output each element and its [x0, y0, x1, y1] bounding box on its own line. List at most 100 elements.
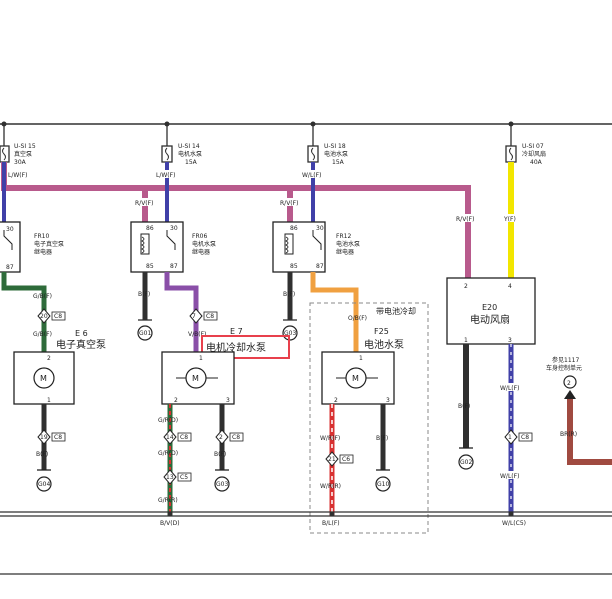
ref-note: 车身控制单元	[546, 364, 582, 372]
connector-label: C6	[342, 456, 350, 463]
connector-label: C8	[54, 313, 62, 320]
relay-pin: 30	[170, 225, 178, 232]
relay-name: 电子真空泵	[34, 240, 64, 248]
pin-label: 3	[226, 397, 230, 404]
pin-label: 1	[359, 355, 363, 362]
relay-pin: 86	[146, 225, 154, 232]
fuse-id: U-SI 07	[522, 143, 544, 150]
relay-id: FR10	[34, 233, 49, 240]
wire-label: L/W(F)	[8, 172, 27, 179]
relay-pin: 87	[6, 264, 14, 271]
relay-fr12: 86 85 30 87 FR12 电池水泵 继电器	[272, 221, 360, 273]
relay-name: 电池水泵	[336, 240, 360, 248]
pin-label: 20	[40, 313, 48, 320]
relay-fr06: 86 85 30 87 FR06 电机水泵 继电器	[130, 221, 216, 273]
component-id: E20	[482, 303, 497, 312]
relay-fr10: 30 87 FR10 电子真空泵 继电器	[0, 221, 64, 273]
wire-label: B(F)	[376, 435, 388, 442]
wire-label: W/L(F)	[500, 473, 519, 480]
motor-label: M	[352, 374, 359, 383]
component-e20: 2 4 E20 电动风扇 1 3	[446, 277, 536, 345]
ground-label: G10	[377, 481, 389, 488]
component-id: E 6	[75, 329, 88, 338]
wire-label: B(F)	[283, 291, 295, 298]
fuse-rating: 15A	[332, 159, 345, 166]
wire-label: V/B(F)	[188, 331, 206, 338]
ground-label: G03	[216, 481, 228, 488]
relay-name: 继电器	[34, 248, 52, 256]
connector-label: C8	[206, 313, 214, 320]
ground-label: G01	[139, 330, 151, 337]
fuse-name: 冷却风扇	[522, 150, 546, 158]
wire-label: W/R(F)	[320, 435, 340, 442]
wire-label: G/R(R)	[158, 497, 178, 504]
wire-label: W/L(C5)	[502, 520, 526, 527]
connector-c8: 20 C8	[37, 308, 66, 324]
relay-id: FR06	[192, 233, 207, 240]
wire-label: R/V(F)	[280, 200, 298, 207]
ground-label: G04	[38, 481, 50, 488]
wire-label: O/B(F)	[348, 315, 367, 322]
component-e7: E 7 电机冷却水泵 M 1 2 3	[161, 327, 290, 405]
connector-c8: 7 C8	[189, 308, 218, 324]
connector-label: C8	[521, 434, 529, 441]
pin-label: 1	[199, 355, 203, 362]
ref-note: 参见1117	[552, 356, 579, 364]
relay-pin: 86	[290, 225, 298, 232]
motor-label: M	[40, 374, 47, 383]
wire-label: B(F)	[214, 451, 226, 458]
component-f25: F25 电池水泵 M 1 2 3	[321, 327, 404, 405]
relay-pin: 30	[316, 225, 324, 232]
group-label: 带电池冷却	[376, 306, 416, 316]
fuse-rating: 15A	[185, 159, 198, 166]
relay-name: 继电器	[192, 248, 210, 256]
component-name: 电池水泵	[364, 338, 404, 351]
pin-label: 1	[508, 434, 512, 441]
relay-pin: 85	[146, 263, 154, 270]
component-e6: E 6 电子真空泵 M 2 1	[13, 329, 106, 405]
wire-label: W/L(F)	[302, 172, 321, 179]
relay-pin: 30	[6, 226, 14, 233]
wire-label: L/W(F)	[156, 172, 175, 179]
vb-wire	[164, 272, 199, 352]
component-name: 电动风扇	[470, 313, 510, 326]
wire-label: BR(R)	[560, 431, 577, 438]
relay-pin: 87	[170, 263, 178, 270]
pin-label: 3	[386, 397, 390, 404]
relay-name: 电机水泵	[192, 240, 216, 248]
relay-pin: 87	[316, 263, 324, 270]
component-name: 电子真空泵	[56, 338, 106, 351]
pin-label: 2	[174, 397, 178, 404]
br-wire	[567, 399, 612, 465]
ob-wire	[310, 272, 359, 352]
pin-label: 2	[464, 283, 468, 290]
wire-label: R/V(F)	[135, 200, 153, 207]
fuse-rating: 40A	[530, 159, 543, 166]
pin-label: 2	[334, 397, 338, 404]
wire-label: B(F)	[138, 291, 150, 298]
ground-label: G03	[284, 330, 296, 337]
fuse-rating: 30A	[14, 159, 27, 166]
connector-label: C8	[54, 434, 62, 441]
fuse-id: U-SI 14	[178, 143, 200, 150]
relay-id: FR12	[336, 233, 351, 240]
wire-label: Y(F)	[503, 216, 516, 223]
wire-label: G/R(D)	[158, 450, 178, 457]
pin-label: 19	[40, 434, 48, 441]
body-control-reference: 参见1117 车身控制单元 2	[546, 356, 582, 399]
wire-label: B(F)	[458, 403, 470, 410]
component-name: 电机冷却水泵	[206, 341, 266, 354]
motor-symbol	[33, 367, 55, 389]
connector-label: C8	[232, 434, 240, 441]
pin-label: 1	[47, 397, 51, 404]
highlight-box	[201, 335, 290, 359]
component-id: E 7	[230, 327, 243, 336]
component-id: F25	[374, 327, 389, 336]
connector-label: C8	[180, 434, 188, 441]
fuse-name: 电池水泵	[324, 150, 348, 158]
pin-label: 3	[508, 337, 512, 344]
pin-label: 14	[166, 434, 174, 441]
fuse-name: 真空泵	[14, 150, 32, 158]
gb-wire	[1, 272, 47, 352]
relay-name: 继电器	[336, 248, 354, 256]
